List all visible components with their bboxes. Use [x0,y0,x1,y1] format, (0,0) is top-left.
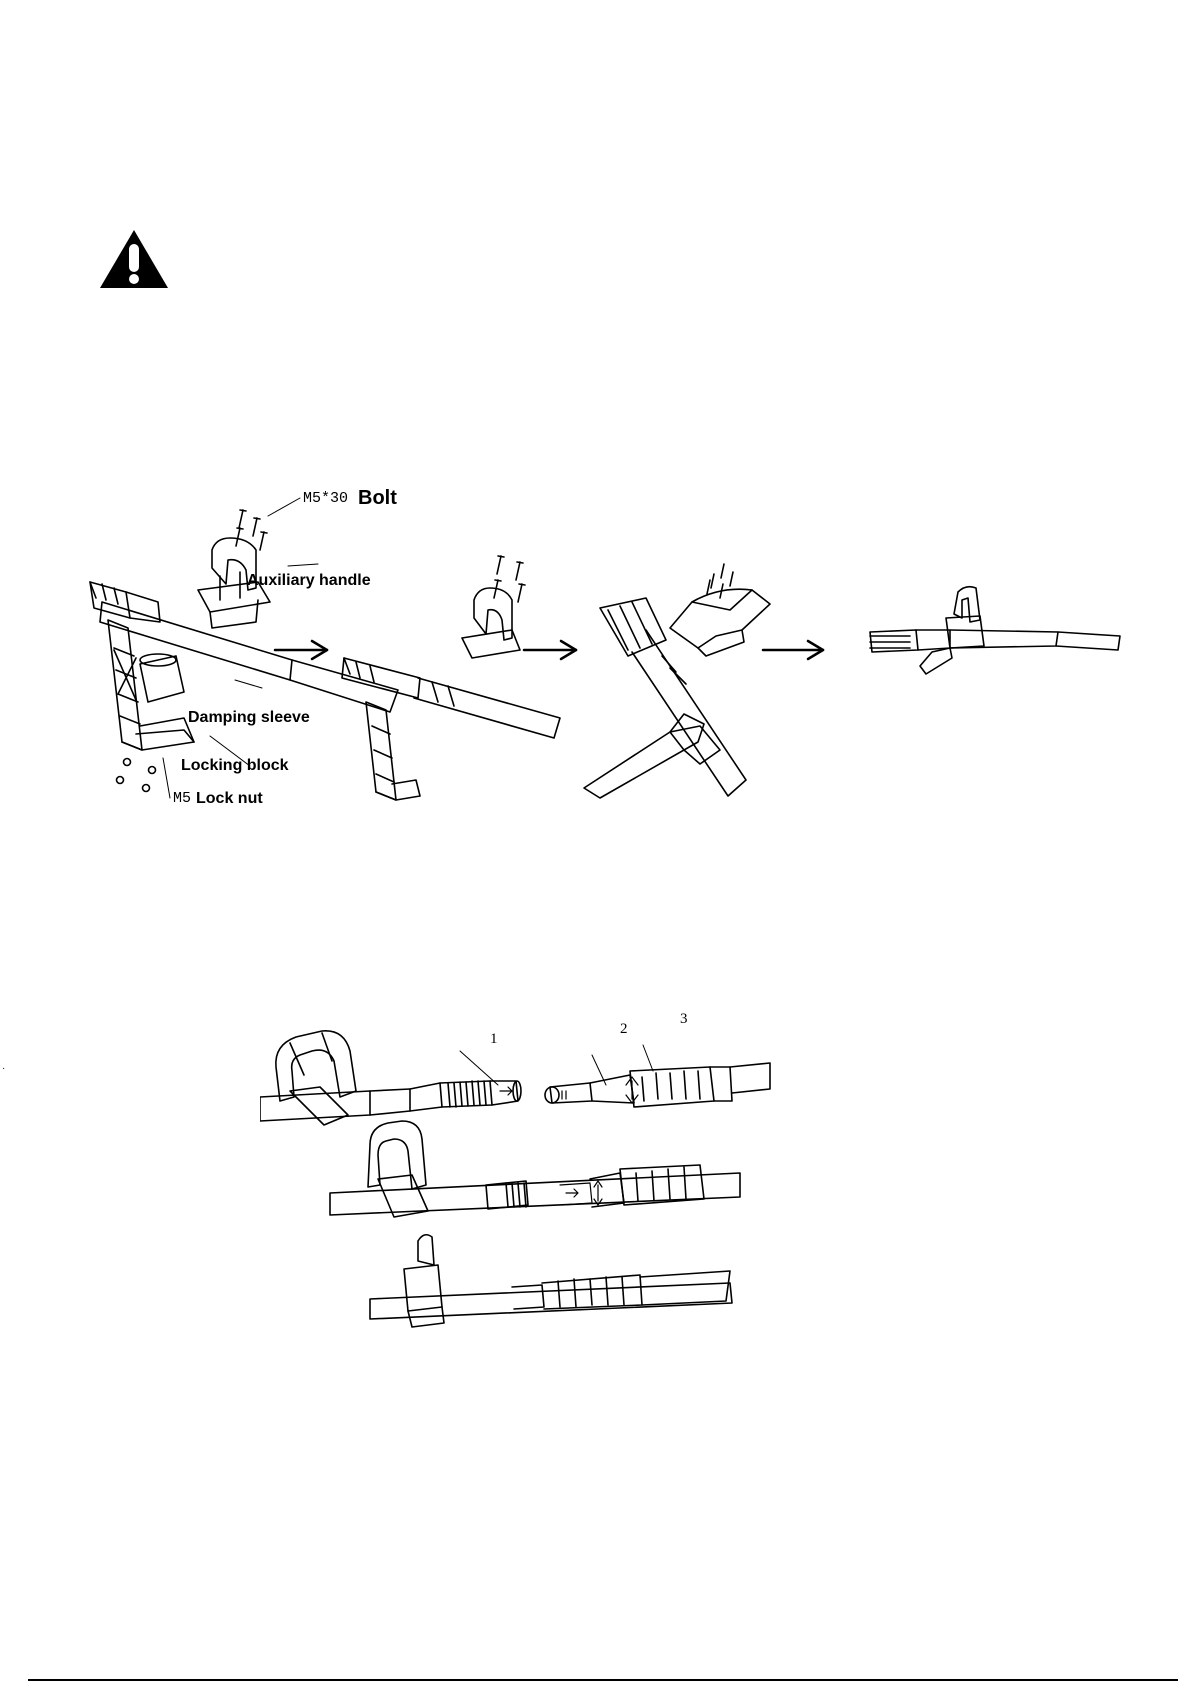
row1-separated [260,1031,770,1125]
auxiliary-handle-label: Auxiliary handle [247,572,371,590]
warning-icon [98,228,170,290]
locking-block-label: Locking block [181,757,289,775]
shaft-connection-diagram [260,1015,820,1345]
bolt-word-label: Bolt [358,487,397,510]
lock-nut-word-label: Lock nut [196,790,263,808]
step4-completed-assembly [870,587,1120,674]
step2-partial-assembly [342,556,560,800]
step1-exploded-parts [90,498,398,798]
row2-inserted [330,1121,740,1217]
damping-sleeve-label: Damping sleeve [188,709,310,727]
lock-nut-code-label: M5 [173,790,191,807]
row3-locked [370,1235,732,1327]
callout-1: 1 [490,1031,498,1048]
callout-3: 3 [680,1011,688,1028]
step3-handle-halves [584,564,770,798]
stray-mark: · [2,1063,5,1074]
bolt-code-label: M5*30 [303,490,348,507]
callout-2: 2 [620,1021,628,1038]
lock-nuts-group [117,759,156,792]
footer-rule [28,1679,1178,1681]
